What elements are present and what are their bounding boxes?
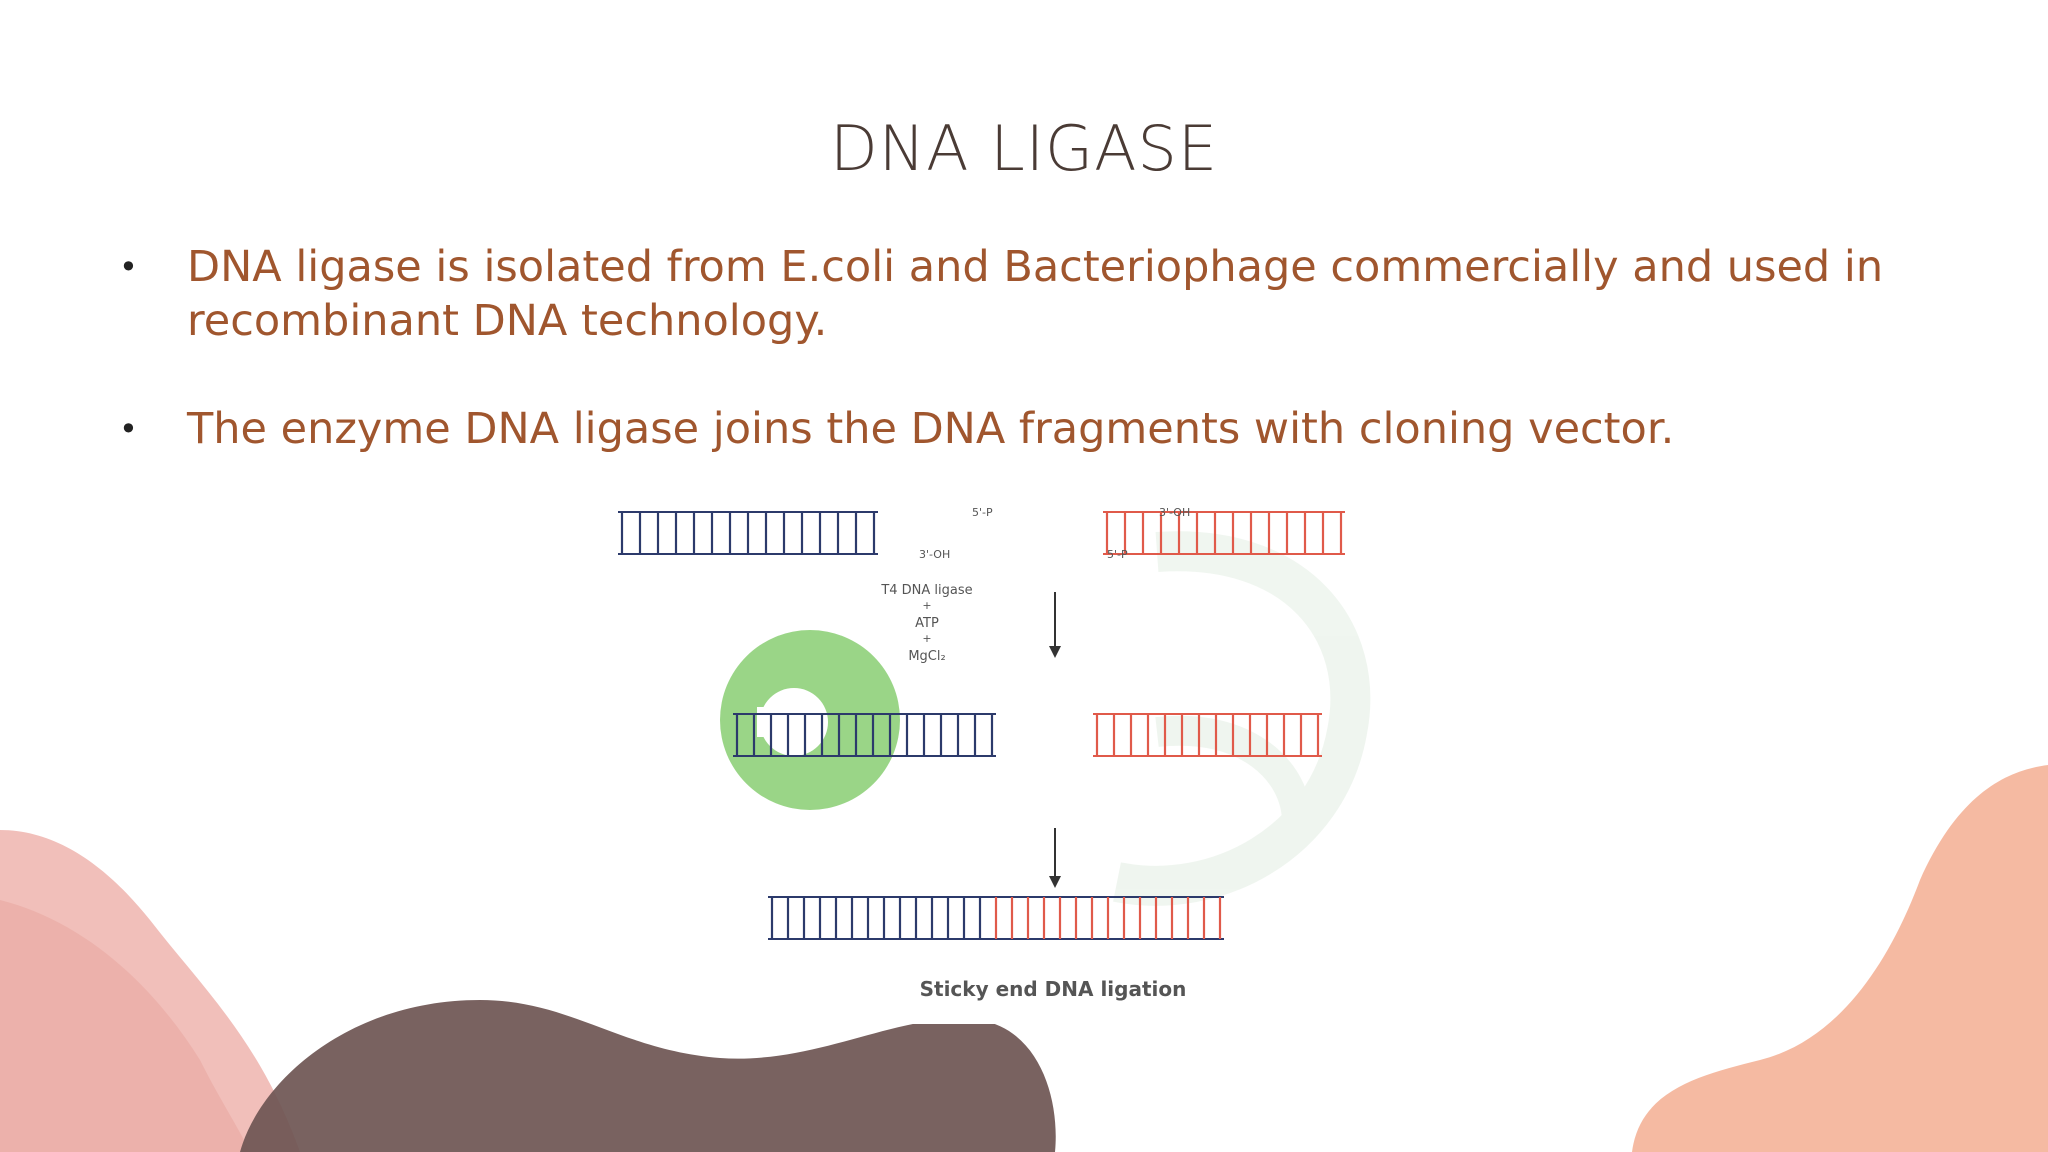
dna-fragment-middle-right [1093,713,1322,757]
slide-title: DNA LIGASE [829,112,1219,185]
arrow-down-icon [1049,592,1061,658]
pink-blob-lower [0,900,250,1152]
bullet-item: • DNA ligase is isolated from E.coli and… [114,240,1954,348]
brown-blob [240,1000,1056,1152]
watermark-logo [1113,531,1371,906]
label-5p-right: 5'-P [1107,548,1128,561]
dna-ligated-product [768,896,1224,940]
bullet-list: • DNA ligase is isolated from E.coli and… [114,240,1954,510]
bullet-item: • The enzyme DNA ligase joins the DNA fr… [114,402,1954,456]
label-3oh-right: 3'-OH [1159,506,1190,519]
bullet-text: The enzyme DNA ligase joins the DNA frag… [187,404,1675,454]
reagent-mgcl2: MgCl₂ [908,649,945,664]
reagent-atp: ATP [915,616,939,631]
dna-fragment-top-left [618,511,878,555]
bullet-dot-icon: • [119,410,138,448]
peach-blob [1632,765,2048,1152]
label-3oh-left: 3'-OH [919,548,950,561]
label-5p-top: 5'-P [972,506,993,519]
bullet-dot-icon: • [119,248,138,286]
ligase-enzyme-icon [720,630,900,810]
reagent-ligase: T4 DNA ligase [880,583,972,598]
reagent-plus: + [922,632,931,645]
dna-fragment-top-right [1103,511,1345,555]
ligation-diagram: 5'-P 3'-OH 3'-OH 5'-P T4 DNA ligase + AT… [597,482,1547,1024]
bullet-text: DNA ligase is isolated from E.coli and B… [187,242,1884,346]
arrow-down-icon [1049,828,1061,888]
reagent-plus: + [922,599,931,612]
dna-fragment-middle-left [733,713,996,757]
figure-caption: Sticky end DNA ligation [920,977,1187,1001]
